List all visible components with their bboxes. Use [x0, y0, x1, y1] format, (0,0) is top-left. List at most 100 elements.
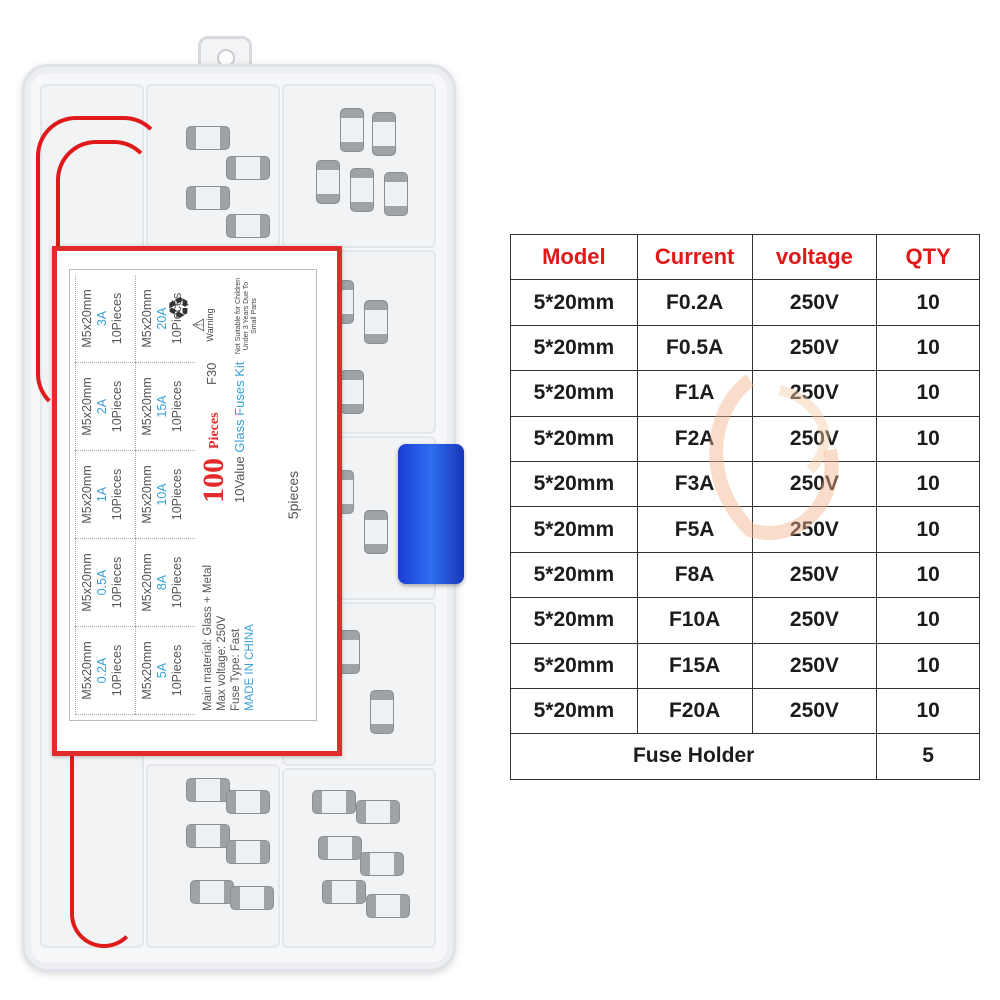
cell-model: 5*20mm	[510, 642, 638, 689]
cell-qty: 10Pieces	[170, 556, 184, 609]
cell-qty: 10	[876, 324, 980, 372]
warning-triangle-icon: ⚠	[191, 317, 208, 333]
fuse-holder-label: Fuse Holder	[509, 733, 878, 780]
cell-voltage: 250V	[751, 324, 878, 372]
cell-qty: 10Pieces	[110, 292, 124, 345]
cell-size: M5x20mm	[140, 289, 154, 348]
warning-block: ⚠ Warning	[191, 295, 215, 355]
cell-qty: 10	[876, 279, 980, 326]
header-voltage: voltage	[751, 233, 878, 281]
recycle-icon: ♻	[164, 294, 195, 320]
cell-model: 5*20mm	[510, 279, 638, 326]
cell-amp: 2A	[95, 398, 109, 415]
cell-voltage: 250V	[751, 370, 878, 417]
table-header-row: Model Current voltage QTY	[510, 233, 980, 281]
cell-qty: 10	[876, 370, 980, 417]
cell-qty: 10Pieces	[110, 644, 124, 697]
header-current: Current	[636, 233, 753, 281]
glass-fuse	[186, 186, 230, 210]
cell-amp: 3A	[95, 310, 109, 327]
glass-fuse	[340, 370, 364, 414]
cell-model: 5*20mm	[510, 551, 638, 599]
cell-amp: 15A	[155, 395, 169, 418]
model-code: F30	[204, 362, 219, 385]
cell-current: F15A	[636, 642, 753, 689]
cell-size: M5x20mm	[140, 465, 154, 524]
glass-fuse	[226, 156, 270, 180]
glass-fuse	[366, 894, 410, 918]
cell-qty: 10	[876, 415, 980, 462]
glass-fuse	[356, 800, 400, 824]
cell-voltage: 250V	[751, 506, 878, 553]
cell-qty: 10Pieces	[170, 468, 184, 521]
glass-fuse	[226, 840, 270, 864]
cell-qty: 10	[876, 642, 980, 689]
material-text: Main material: Glass + Metal	[202, 564, 214, 711]
piece-count: 100	[197, 458, 230, 503]
warning-label: Warning	[205, 308, 215, 342]
cell-size: M5x20mm	[140, 377, 154, 436]
cell-amp: 0.2A	[95, 657, 109, 684]
cell-current: F10A	[636, 597, 753, 644]
holder-pieces: 5pieces	[285, 470, 301, 520]
glass-fuse	[350, 168, 374, 212]
cell-qty: 10	[876, 551, 980, 599]
cell-model: 5*20mm	[510, 687, 638, 735]
cell-amp: 1A	[95, 486, 109, 503]
glass-fuse	[226, 790, 270, 814]
cell-size: M5x20mm	[140, 641, 154, 700]
glass-fuse	[186, 778, 230, 802]
cell-qty: 10	[876, 597, 980, 644]
cell-voltage: 250V	[751, 415, 878, 462]
red-wire	[36, 116, 164, 414]
cell-voltage: 250V	[751, 597, 878, 644]
warning-text: Not Suitable for Children Under 3 Years …	[235, 277, 258, 355]
table-footer-row: Fuse Holder 5	[509, 733, 980, 780]
red-wire	[70, 700, 138, 948]
cell-model: 5*20mm	[510, 324, 638, 372]
cell-model: 5*20mm	[510, 370, 638, 417]
cell-size: M5x20mm	[140, 553, 154, 612]
cell-qty: 10Pieces	[110, 556, 124, 609]
cell-model: 5*20mm	[510, 415, 638, 462]
glass-fuse	[360, 852, 404, 876]
blue-latch	[398, 444, 464, 584]
glass-fuse	[190, 880, 234, 904]
cell-qty: 10	[876, 506, 980, 553]
cell-current: F5A	[636, 506, 753, 553]
fuse-holder-qty: 5	[876, 733, 980, 780]
header-model: Model	[510, 233, 638, 281]
cell-qty: 10Pieces	[170, 380, 184, 433]
glass-fuse	[316, 160, 340, 204]
cell-voltage: 250V	[751, 460, 878, 508]
cell-model: 5*20mm	[510, 597, 638, 644]
cell-size: M5x20mm	[80, 289, 94, 348]
cell-current: F8A	[636, 551, 753, 599]
cell-qty: 10	[876, 687, 980, 735]
cell-qty: 10Pieces	[110, 468, 124, 521]
glass-fuse	[384, 172, 408, 216]
cell-voltage: 250V	[751, 687, 878, 735]
